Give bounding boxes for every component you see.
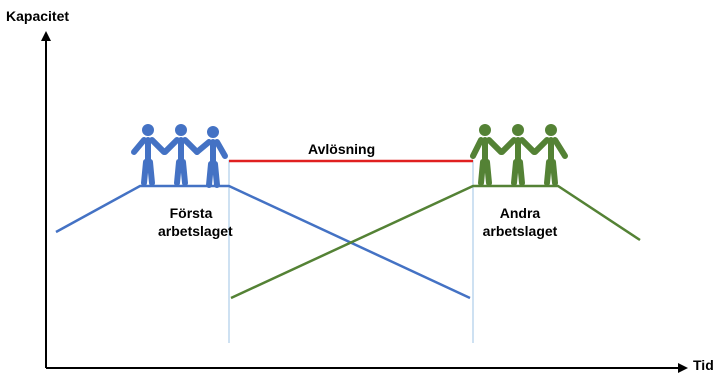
y-axis-label: Kapacitet: [6, 8, 70, 24]
first-crew-label: Första arbetslaget: [158, 204, 233, 240]
x-axis-label: Tid: [693, 357, 714, 373]
person-icon: [532, 124, 568, 186]
relief-label: Avlösning: [308, 141, 376, 157]
first-crew-people-icon: [131, 124, 228, 188]
person-icon: [499, 124, 537, 186]
second-crew-label: Andra arbetslaget: [480, 204, 560, 240]
first-crew-capacity-line: [55, 184, 471, 300]
person-icon: [194, 126, 228, 188]
second-crew-people-icon: [470, 124, 568, 186]
person-icon: [162, 124, 200, 186]
person-icon: [131, 124, 167, 186]
person-icon: [470, 124, 504, 186]
second-crew-label-line1: Andra: [499, 205, 541, 221]
first-crew-label-line2: arbetslaget: [158, 223, 233, 239]
second-crew-label-line2: arbetslaget: [482, 223, 558, 239]
second-crew-capacity-line: [230, 184, 641, 300]
first-crew-label-line1: Första: [169, 205, 213, 221]
